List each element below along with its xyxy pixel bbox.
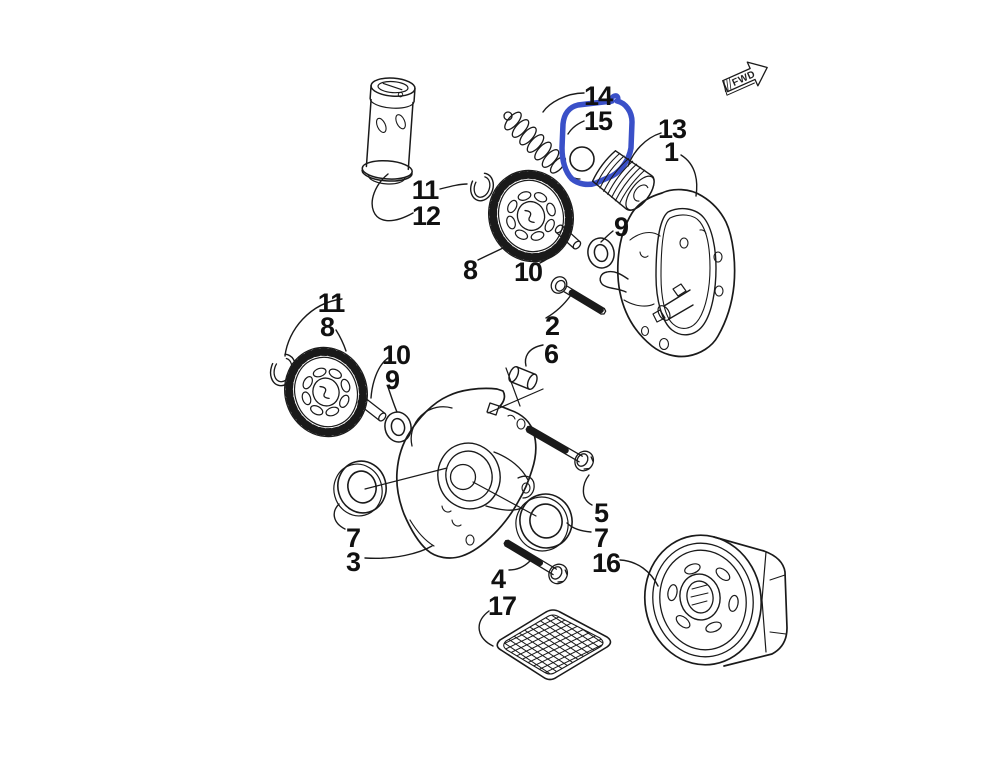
callout-plug: 13	[658, 114, 687, 144]
fwd-label: FWD	[731, 69, 758, 89]
circlip-upper-drawing	[469, 172, 495, 202]
leader-lines	[284, 92, 698, 647]
strainer-screen-drawing	[496, 609, 612, 681]
callout-circlip-lower: 11	[318, 288, 346, 318]
bolt-lower-drawing	[503, 539, 569, 585]
callout-seal-left: 7	[346, 523, 360, 553]
pump-housing-drawing	[364, 387, 537, 559]
bolt-side-drawing	[525, 425, 595, 472]
callout-bolt-side: 5	[594, 498, 609, 528]
strainer-tube-drawing	[361, 77, 416, 185]
gear-upper-drawing	[488, 169, 574, 263]
callout-strainer-screen: 17	[488, 591, 516, 621]
callout-bolt-upper: 2	[545, 311, 559, 341]
callout-oring-lower: 9	[385, 365, 400, 395]
dowel-pin-drawing	[508, 365, 538, 391]
seal-left-drawing	[333, 460, 387, 517]
callout-pump-cover: 1	[664, 137, 679, 167]
callout-gear-lower: 8	[320, 312, 335, 342]
oring-lower-drawing	[384, 411, 412, 443]
fwd-direction-arrow: FWD	[722, 61, 768, 96]
oil-filter-drawing	[643, 534, 788, 667]
callout-bolt-lower: 4	[491, 564, 506, 594]
dowel-arrow-lines	[487, 367, 544, 414]
pin-upper-drawing	[554, 224, 582, 250]
callout-strainer-tube: 12	[412, 201, 440, 231]
pump-cover-drawing	[599, 188, 736, 358]
callout-spring: 14	[584, 81, 613, 111]
spring-drawing	[503, 111, 567, 174]
gear-lower-drawing	[284, 346, 368, 438]
oring-upper-drawing	[587, 237, 615, 269]
pin-lower-drawing	[357, 396, 387, 422]
callout-oil-filter: 16	[592, 548, 621, 578]
callout-pin-upper: 10	[514, 257, 542, 287]
callout-pin-lower: 10	[382, 340, 410, 370]
highlight-annotation	[559, 93, 635, 188]
callout-dowel-pin: 6	[544, 339, 559, 369]
seal-right-drawing	[515, 493, 573, 552]
callout-seal-right: 7	[594, 523, 608, 553]
callout-gear-upper: 8	[463, 255, 478, 285]
callout-labels: 1 2 3 4 5 6 7 7 8 8 9 9 10 10 11 11 12 1…	[318, 81, 688, 621]
callout-oring-upper: 9	[614, 212, 629, 242]
callout-pump-housing: 3	[346, 547, 361, 577]
callout-circlip-upper: 11	[412, 175, 440, 205]
callout-check-ball: 15	[584, 106, 613, 136]
